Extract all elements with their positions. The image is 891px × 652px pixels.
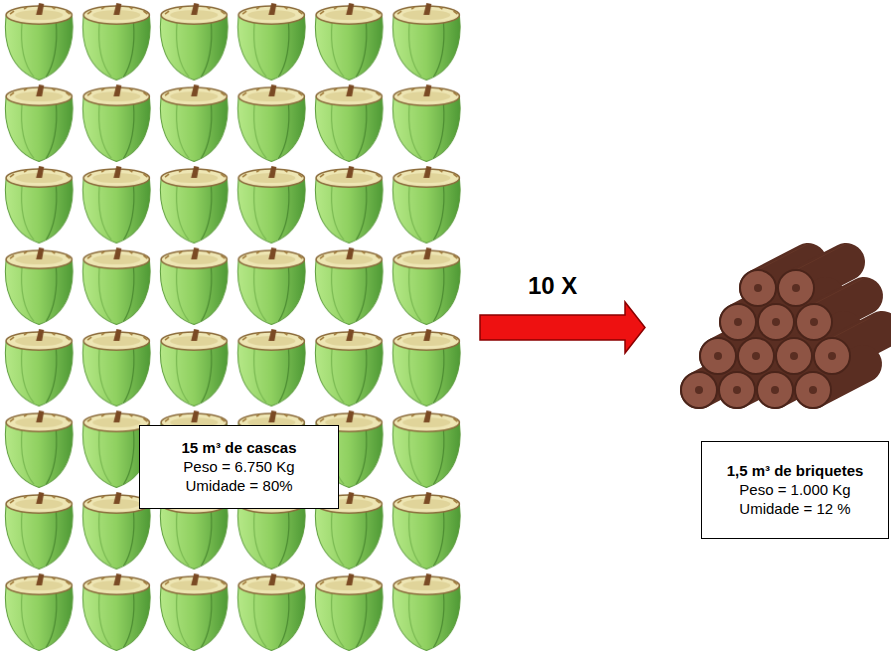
conversion-arrow [480, 302, 645, 353]
coconut-shells [0, 0, 465, 652]
briquette-stack [681, 244, 882, 408]
factor-label: 10 X [528, 272, 577, 300]
box-text: Umidade = 80% [150, 476, 328, 495]
box-heading: 1,5 m³ de briquetes [712, 461, 878, 480]
box-text: Umidade = 12 % [712, 499, 878, 518]
box-heading: 15 m³ de cascas [150, 438, 328, 457]
box-text: Peso = 1.000 Kg [712, 480, 878, 499]
text-box: 15 m³ de cascasPeso = 6.750 KgUmidade = … [139, 425, 339, 509]
box-text: Peso = 6.750 Kg [150, 457, 328, 476]
text-box: 1,5 m³ de briquetesPeso = 1.000 KgUmidad… [701, 441, 889, 539]
